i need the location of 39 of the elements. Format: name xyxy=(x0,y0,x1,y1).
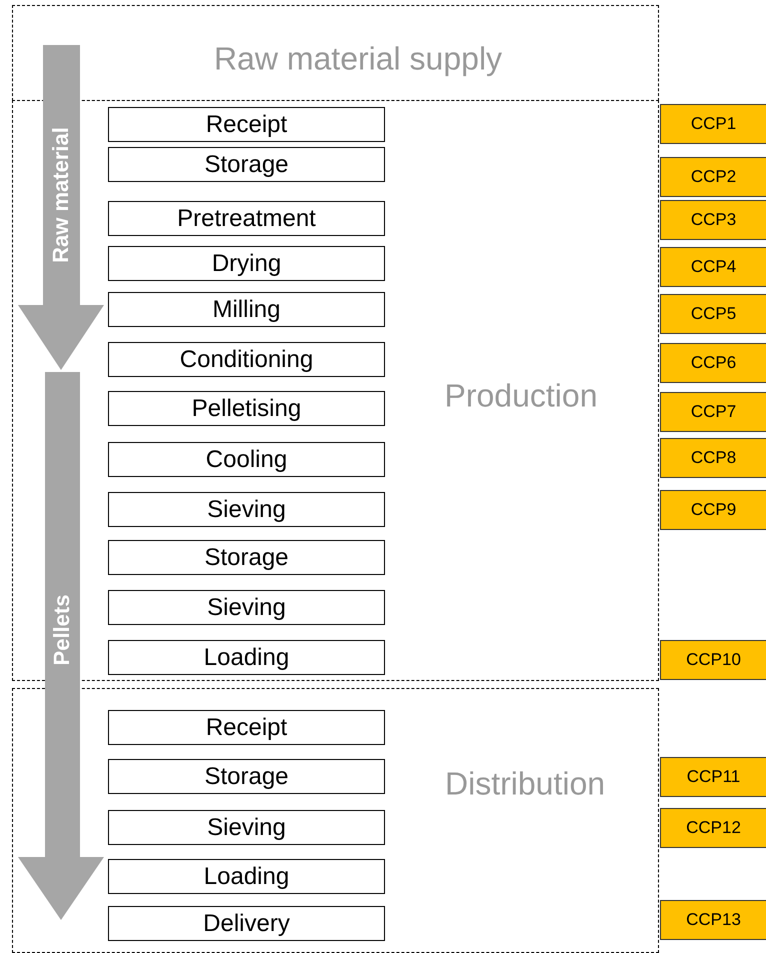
process-step: Pelletising xyxy=(108,391,385,426)
block-arrow xyxy=(18,45,104,370)
process-step: Conditioning xyxy=(108,342,385,377)
process-step: Sieving xyxy=(108,492,385,527)
process-step: Sieving xyxy=(108,590,385,625)
process-step: Receipt xyxy=(108,107,385,142)
dashed-region xyxy=(12,688,659,953)
process-step: Sieving xyxy=(108,810,385,845)
ccp-tag: CCP4 xyxy=(660,247,766,287)
ccp-tag: CCP12 xyxy=(660,808,766,848)
process-step: Loading xyxy=(108,859,385,894)
ccp-tag: CCP2 xyxy=(660,157,766,197)
process-step: Drying xyxy=(108,246,385,281)
region-label: Distribution xyxy=(444,766,606,802)
arrow-label: Pellets xyxy=(49,594,75,666)
region-label: Raw material supply xyxy=(214,40,502,78)
ccp-tag: CCP10 xyxy=(660,640,766,680)
ccp-tag: CCP1 xyxy=(660,104,766,144)
process-step: Storage xyxy=(108,540,385,575)
process-step: Cooling xyxy=(108,442,385,477)
process-step: Receipt xyxy=(108,710,385,745)
dashed-region xyxy=(12,100,659,681)
direction-arrow xyxy=(18,372,104,920)
process-step: Milling xyxy=(108,292,385,327)
ccp-tag: CCP8 xyxy=(660,438,766,478)
ccp-tag: CCP6 xyxy=(660,343,766,383)
process-step: Pretreatment xyxy=(108,201,385,236)
ccp-tag: CCP11 xyxy=(660,757,766,797)
edge-label: Raw material xyxy=(48,127,74,263)
process-step: Storage xyxy=(108,147,385,182)
process-step: Loading xyxy=(108,640,385,675)
ccp-tag: CCP9 xyxy=(660,490,766,530)
region-label: Production xyxy=(444,378,598,414)
ccp-tag: CCP13 xyxy=(660,900,766,940)
process-step: Storage xyxy=(108,759,385,794)
ccp-tag: CCP5 xyxy=(660,294,766,334)
ccp-tag: CCP7 xyxy=(660,392,766,432)
process-step: Delivery xyxy=(108,906,385,941)
ccp-tag: CCP3 xyxy=(660,200,766,240)
